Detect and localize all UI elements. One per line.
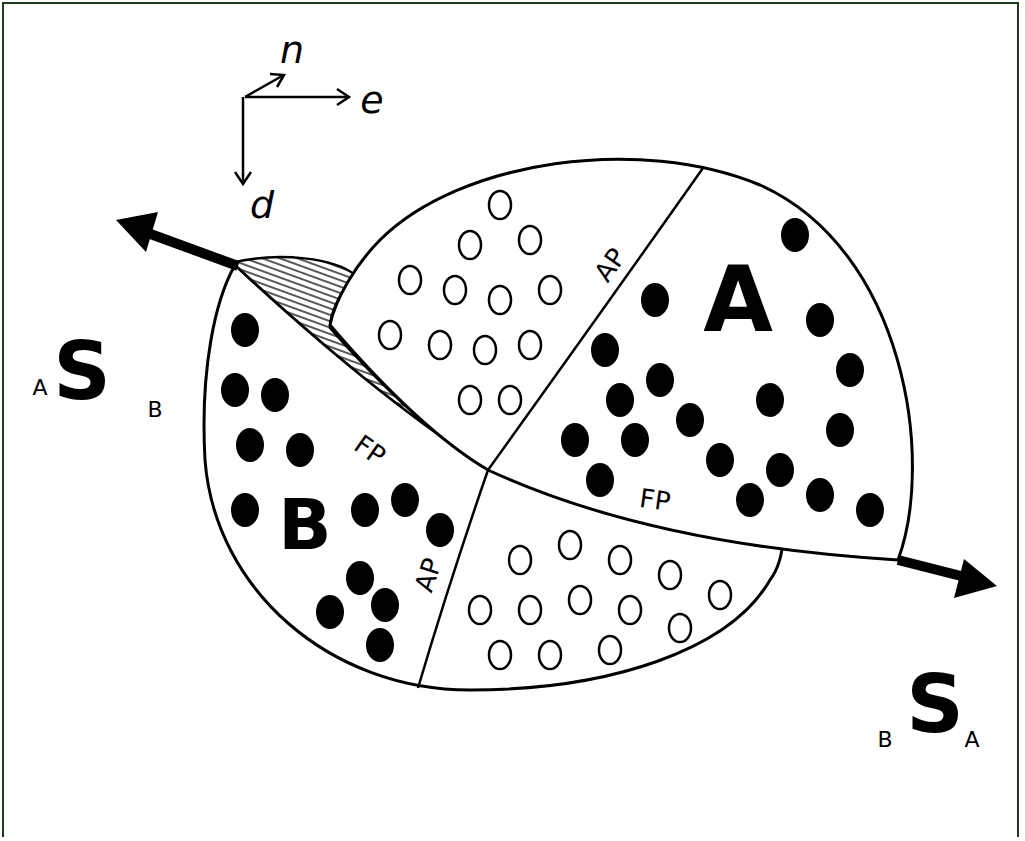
dilatation-dot bbox=[379, 321, 401, 349]
dilatation-dot bbox=[469, 596, 491, 624]
compression-dot bbox=[756, 383, 784, 417]
compression-dot bbox=[586, 463, 614, 497]
dilatation-dot bbox=[619, 596, 641, 624]
compression-dot bbox=[221, 373, 249, 407]
dilatation-dot bbox=[519, 331, 541, 359]
upper-block bbox=[330, 159, 912, 560]
compression-dot bbox=[606, 383, 634, 417]
dilatation-dot bbox=[519, 596, 541, 624]
compression-dot bbox=[236, 428, 264, 462]
dilatation-dot bbox=[459, 386, 481, 414]
dilatation-dot bbox=[429, 331, 451, 359]
compression-dot bbox=[836, 353, 864, 387]
compression-dot bbox=[371, 588, 399, 622]
compression-dot bbox=[856, 493, 884, 527]
subscript-label: A bbox=[964, 729, 979, 751]
dilatation-dot bbox=[489, 286, 511, 314]
dilatation-dot bbox=[659, 561, 681, 589]
dilatation-dot bbox=[444, 276, 466, 304]
slip-arrows bbox=[116, 212, 997, 598]
dilatation-dot bbox=[489, 641, 511, 669]
dilatation-dot bbox=[509, 546, 531, 574]
compression-dot bbox=[591, 333, 619, 367]
compression-dot bbox=[351, 493, 379, 527]
compression-dot bbox=[391, 483, 419, 517]
compression-dot bbox=[561, 423, 589, 457]
subscript-label: A bbox=[32, 377, 47, 399]
polarity-dots-upper bbox=[379, 191, 884, 527]
dilatation-dot bbox=[399, 266, 421, 294]
dilatation-dot bbox=[539, 276, 561, 304]
compression-dot bbox=[231, 493, 259, 527]
dilatation-dot bbox=[669, 614, 691, 642]
dilatation-dot bbox=[459, 231, 481, 259]
axis-label: e bbox=[360, 81, 383, 119]
slip-vector-label: S bbox=[53, 332, 111, 412]
compression-dot bbox=[286, 433, 314, 467]
compression-dot bbox=[676, 403, 704, 437]
compression-dot bbox=[346, 561, 374, 595]
dilatation-dot bbox=[474, 336, 496, 364]
compression-dot bbox=[781, 218, 809, 252]
compression-dot bbox=[806, 303, 834, 337]
compression-dot bbox=[641, 283, 669, 317]
compression-dot bbox=[826, 413, 854, 447]
compression-dot bbox=[366, 628, 394, 662]
dilatation-dot bbox=[709, 581, 731, 609]
compression-dot bbox=[316, 595, 344, 629]
plane-label: FP bbox=[638, 485, 672, 515]
axes bbox=[235, 74, 349, 184]
dilatation-dot bbox=[569, 586, 591, 614]
dilatation-dot bbox=[539, 641, 561, 669]
compression-dot bbox=[806, 478, 834, 512]
auxiliary-plane-upper bbox=[488, 168, 703, 470]
compression-dot bbox=[621, 423, 649, 457]
compression-dot bbox=[706, 443, 734, 477]
dilatation-dot bbox=[599, 636, 621, 664]
block-label: B bbox=[278, 490, 331, 560]
subscript-label: B bbox=[877, 729, 892, 751]
axis-label: d bbox=[250, 186, 274, 224]
subscript-label: B bbox=[147, 399, 162, 421]
compression-dot bbox=[426, 513, 454, 547]
dilatation-dot bbox=[609, 546, 631, 574]
compression-dot bbox=[261, 378, 289, 412]
compression-dot bbox=[646, 363, 674, 397]
dilatation-dot bbox=[519, 226, 541, 254]
slip-vector-label: S bbox=[906, 665, 964, 745]
compression-dot bbox=[736, 483, 764, 517]
compression-dot bbox=[766, 453, 794, 487]
axis-label: n bbox=[280, 31, 304, 69]
dilatation-dot bbox=[559, 531, 581, 559]
block-label: A bbox=[703, 255, 773, 345]
dilatation-dot bbox=[499, 386, 521, 414]
dilatation-dot bbox=[489, 191, 511, 219]
compression-dot bbox=[231, 313, 259, 347]
